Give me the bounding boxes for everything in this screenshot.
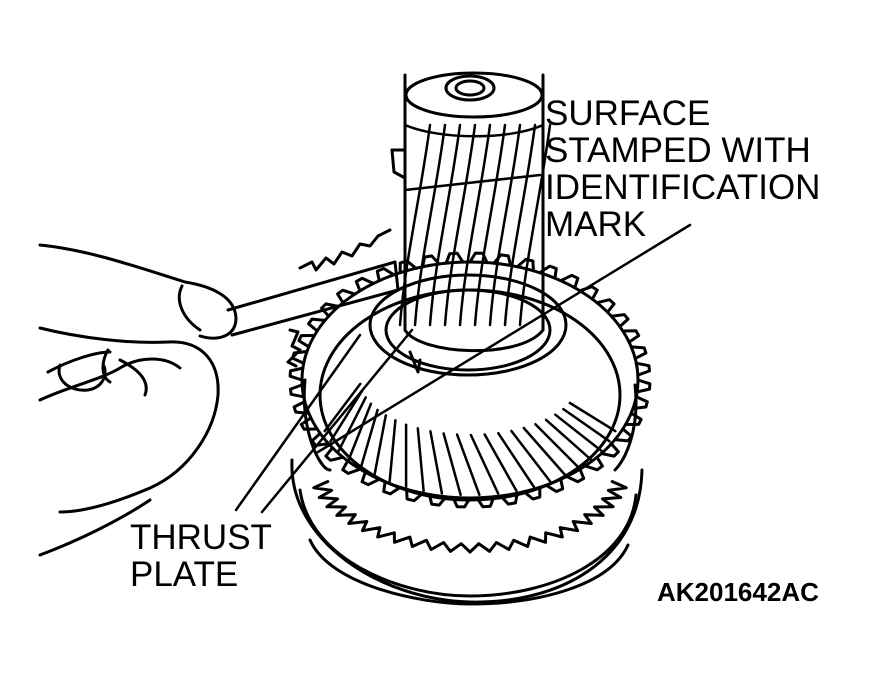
- helical-tooth: [455, 433, 481, 497]
- helical-tooth: [483, 433, 518, 493]
- spline: [428, 123, 462, 327]
- gear-tooth: [375, 267, 396, 283]
- gear-tooth: [427, 493, 448, 507]
- callout-line: MARK: [545, 205, 647, 244]
- spline-edge: [403, 123, 545, 138]
- gear-tooth: [544, 477, 565, 493]
- gear-tooth: [499, 491, 519, 506]
- callout-line: SURFACE: [545, 94, 711, 133]
- helical-tooth: [429, 430, 444, 495]
- gear-tooth: [522, 485, 542, 501]
- helical-tooth: [442, 432, 462, 497]
- gear-tooth: [624, 411, 643, 426]
- callout-line: PLATE: [130, 555, 239, 594]
- gear-tooth: [629, 345, 648, 360]
- lower-gear-teeth: [312, 480, 628, 554]
- callout-line: THRUST: [130, 518, 272, 557]
- helical-tooth: [544, 418, 593, 462]
- surface-mark-callout: SURFACE STAMPED WITH IDENTIFICATION MARK: [545, 95, 820, 243]
- helical-tooth: [469, 433, 500, 495]
- gear-tooth: [297, 334, 316, 349]
- spline: [473, 123, 507, 327]
- helical-tooth: [416, 427, 425, 493]
- gear-tooth: [288, 366, 305, 382]
- helical-tooth: [510, 429, 552, 484]
- gear-tooth: [631, 395, 649, 410]
- leader-thrust-plate-b: [234, 333, 362, 512]
- thrust-plate-callout: THRUST PLATE: [130, 519, 272, 593]
- gear-tooth: [559, 273, 580, 290]
- leader-thrust-plate-a: [260, 328, 414, 514]
- helical-tooth: [323, 382, 362, 433]
- lower-gear-tooth-ring: [312, 480, 628, 554]
- gear-tooth: [583, 455, 604, 472]
- gear-tooth: [310, 431, 331, 447]
- gear-tooth: [299, 416, 319, 431]
- helical-tooth: [329, 389, 364, 443]
- spline: [458, 123, 492, 327]
- figure-code: AK201642AC: [657, 577, 819, 607]
- gear-tooth: [382, 480, 402, 496]
- gear-tooth: [609, 313, 630, 329]
- gear-tooth: [341, 459, 362, 475]
- gear-tooth: [320, 302, 341, 318]
- spline: [488, 123, 522, 327]
- helical-tooth: [534, 422, 581, 470]
- thrust-plate: [368, 273, 568, 377]
- gear-tooth: [634, 361, 651, 377]
- helical-tooth: [562, 407, 611, 443]
- gear-tooth: [538, 264, 558, 280]
- gear-tooth: [515, 257, 535, 273]
- hand: [38, 243, 238, 557]
- helical-tooth: [554, 413, 603, 453]
- gear-tooth: [336, 288, 357, 305]
- main-gear: [300, 260, 640, 502]
- callout-line: STAMPED WITH: [545, 131, 811, 170]
- helical-tooth: [347, 402, 373, 462]
- gear-tooth: [595, 298, 616, 314]
- helical-tooth: [373, 414, 388, 477]
- helical-tooth: [359, 408, 379, 470]
- gear-tooth: [468, 251, 489, 265]
- helical-tooth: [337, 396, 367, 453]
- helical-tooth: [388, 419, 397, 484]
- gear-tooth: [635, 378, 652, 394]
- gear-tooth: [451, 495, 472, 509]
- gear-tooth: [360, 470, 381, 487]
- upper-left-teeth: [286, 228, 392, 368]
- callout-line: IDENTIFICATION: [545, 168, 821, 207]
- shaft-splines: [398, 123, 552, 327]
- spline: [398, 123, 432, 327]
- spline: [503, 123, 537, 327]
- gear-tooth: [354, 276, 375, 293]
- gear-tooth: [565, 467, 586, 484]
- spline: [518, 123, 552, 327]
- gear-tooth: [324, 446, 345, 462]
- gear-tooth: [307, 317, 327, 333]
- leader-surface-mark: [316, 223, 692, 454]
- gear-tooth: [475, 495, 496, 509]
- gear-tooth: [292, 400, 311, 415]
- helical-tooth: [522, 426, 567, 477]
- helical-tooth: [568, 401, 617, 433]
- gear-tooth: [599, 442, 620, 458]
- gear-tooth: [289, 383, 306, 399]
- gear-face-helical-teeth: [323, 382, 617, 497]
- gear-tooth: [621, 329, 641, 344]
- lower-gear-body: [290, 458, 644, 606]
- gear-tooth: [613, 427, 633, 443]
- spline-edge: [403, 173, 542, 192]
- spline: [443, 123, 477, 327]
- gear-tooth: [405, 487, 425, 503]
- helical-tooth: [497, 431, 536, 489]
- spline: [413, 123, 447, 327]
- leader-lines: [234, 223, 692, 514]
- feeler-gauge: [226, 260, 400, 337]
